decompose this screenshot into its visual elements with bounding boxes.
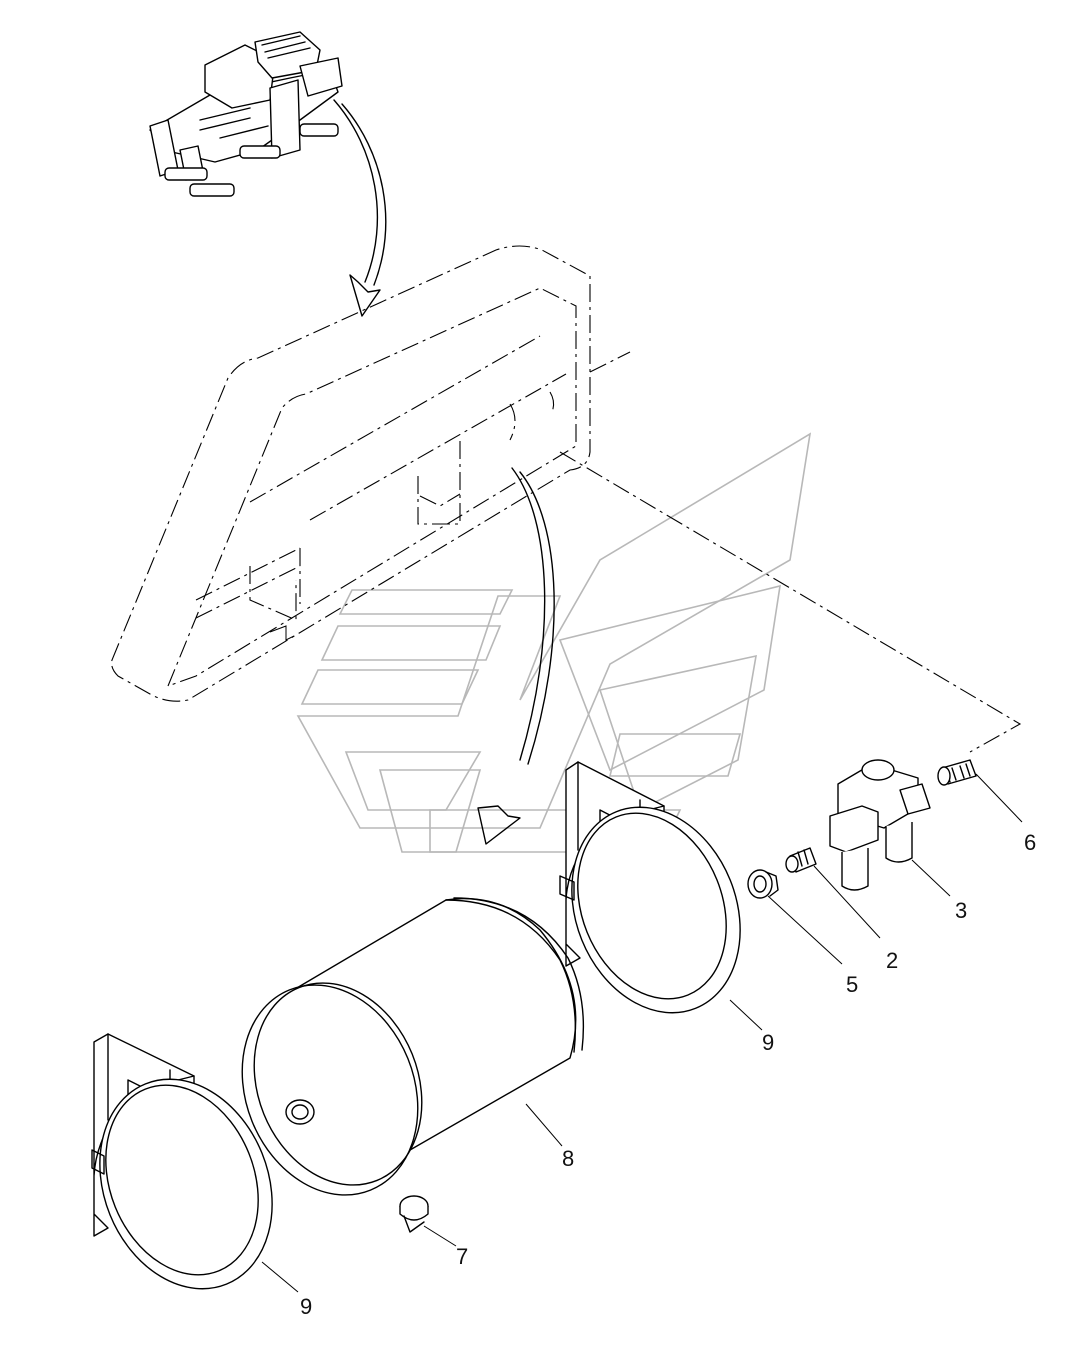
callout-2: 2 (886, 948, 898, 973)
callout-6: 6 (1024, 830, 1036, 855)
callout-5: 5 (846, 972, 858, 997)
callout-9-upper: 9 (762, 1030, 774, 1055)
callout-9-lower: 9 (300, 1294, 312, 1319)
locator-arrow-lower (477, 467, 555, 845)
plug (747, 869, 779, 899)
leader-lines (261, 773, 1023, 1293)
callout-7: 7 (456, 1244, 468, 1269)
air-tank (241, 897, 585, 1196)
machine-thumbnail (149, 31, 343, 197)
filter-regulator-unit (829, 759, 931, 891)
callout-8: 8 (562, 1146, 574, 1171)
watermark-logo (296, 432, 812, 853)
connector (937, 759, 977, 786)
fitting (785, 847, 817, 873)
bracket-upper (559, 761, 741, 1014)
bracket-lower (91, 1033, 273, 1290)
locator-arrow-upper (333, 99, 387, 317)
callout-3: 3 (955, 898, 967, 923)
drain-valve (399, 1195, 429, 1233)
machine-body-outline (111, 245, 1022, 753)
